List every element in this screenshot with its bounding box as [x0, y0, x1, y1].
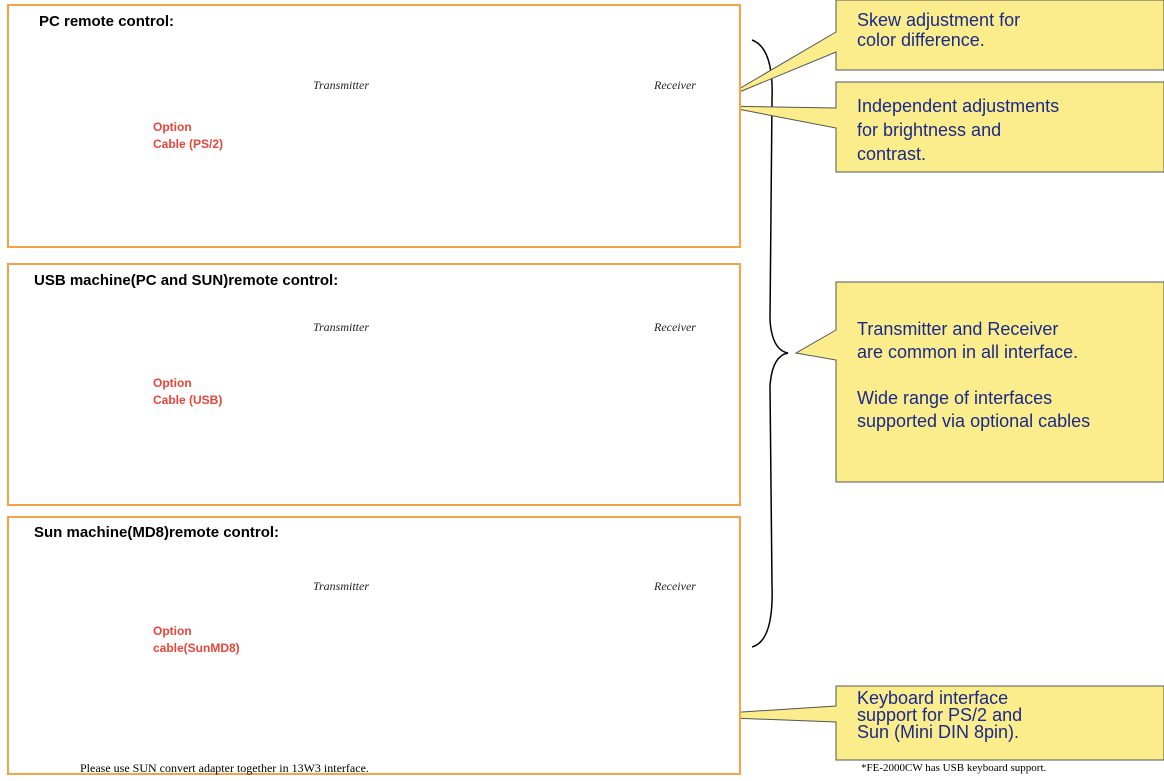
panel-usb-remote-control — [7, 263, 741, 506]
panel-1-machine-label: DOS/V (PS/2) — [12, 121, 59, 165]
panel-2-receiver-label: Receiver — [654, 320, 696, 334]
panel-3-title: Sun machine(MD8)remote control: — [34, 524, 280, 541]
callout-4-text: Keyboard interface support for PS/2 and … — [857, 688, 1023, 742]
panel-2-option-label: Option Cable (USB) — [153, 376, 223, 407]
footnote: *FE-2000CW has USB keyboard support. — [861, 762, 1047, 774]
callout-1-text: Skew adjustment for color difference. — [857, 10, 1021, 50]
callout-2-shape — [721, 81, 1164, 173]
panel-2-machine-label: USB Machine — [40, 361, 97, 405]
callout-1-shape — [719, 0, 1164, 101]
panel-sun-remote-control — [7, 516, 741, 775]
panel-3-machine-label: Sun (MD8) — [40, 613, 82, 657]
sun-adapter-note: Please use SUN convert adapter together … — [80, 761, 369, 775]
callout-3-text: Transmitter and Receiver are common in a… — [857, 319, 1091, 431]
panel-1-receiver-label: Receiver — [654, 78, 696, 92]
panel-2-transmitter-label: Transmitter — [313, 320, 370, 334]
callout-3-shape — [794, 281, 1164, 483]
panel-pc-remote-control — [7, 4, 741, 248]
panel-3-transmitter-label: Transmitter — [313, 579, 370, 593]
panel-2-title: USB machine(PC and SUN)remote control: — [34, 272, 339, 289]
panel-3-option-label: Option cable(SunMD8) — [153, 624, 240, 655]
panel-3-receiver-label: Receiver — [654, 579, 696, 593]
panel-1-transmitter-label: Transmitter — [313, 78, 370, 92]
panel-1-title: PC remote control: — [39, 13, 175, 30]
panel-1-option-label: Option Cable (PS/2) — [153, 120, 224, 151]
callout-4-shape — [679, 685, 1164, 761]
brace — [751, 39, 789, 648]
callout-2-text: Independent adjustments for brightness a… — [857, 96, 1060, 164]
